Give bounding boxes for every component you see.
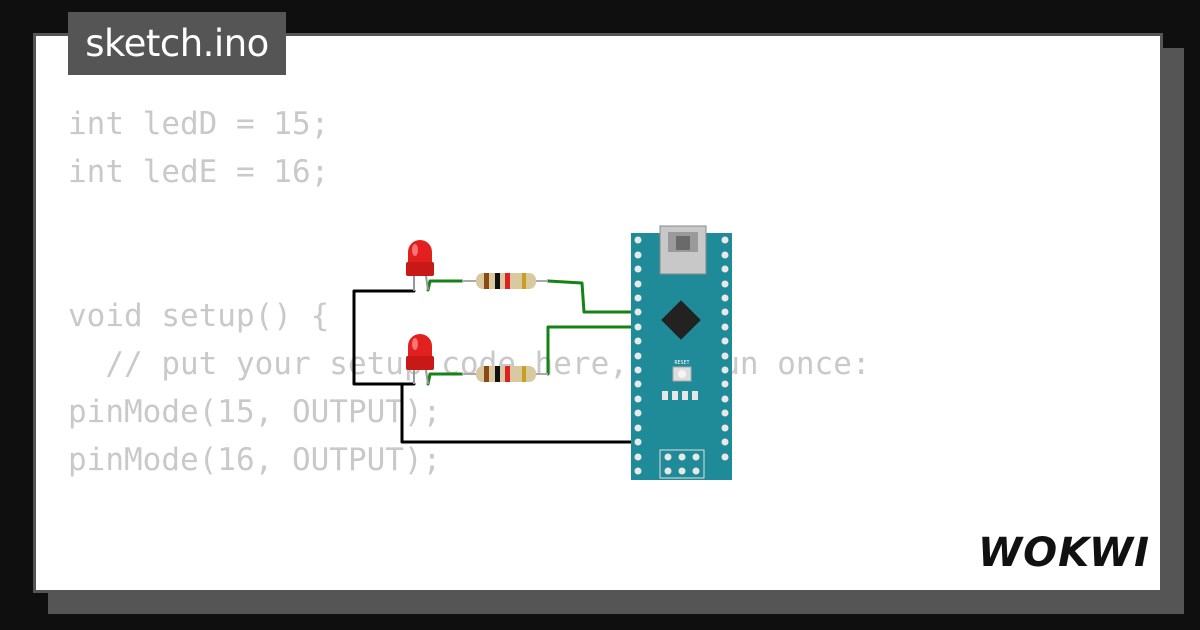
code-line: int ledD = 15; [68, 106, 330, 142]
signal-wire-1[interactable] [426, 279, 464, 292]
ground-wire-to-board[interactable] [400, 382, 640, 444]
led-1[interactable] [406, 240, 434, 291]
icsp-header [659, 449, 705, 479]
wokwi-logo: WOKWI [978, 530, 1150, 576]
code-preview: int ledD = 15; int ledE = 16; void setup()… [68, 100, 871, 484]
pin-header-right [721, 236, 729, 461]
code-line: pinMode(16, OUTPUT); [68, 442, 442, 478]
resistor-2[interactable] [462, 366, 548, 382]
code-line: void setup() { [68, 298, 330, 334]
reset-label: RESET [674, 360, 689, 366]
arduino-nano-board[interactable]: RESET [631, 225, 732, 480]
pin-header-left [634, 236, 642, 475]
chip-icon [661, 300, 701, 340]
wires [352, 279, 640, 444]
signal-wire-2[interactable] [426, 372, 464, 386]
code-line: pinMode(15, OUTPUT); [68, 394, 442, 430]
ground-wire[interactable] [352, 289, 416, 386]
board-leds [662, 391, 698, 400]
reset-button[interactable] [672, 366, 692, 382]
file-tab[interactable]: sketch.ino [68, 12, 286, 75]
led-2[interactable] [406, 334, 434, 385]
signal-wire-1-board[interactable] [546, 279, 640, 314]
signal-wire-2-board[interactable] [546, 325, 640, 376]
resistor-1[interactable] [462, 273, 548, 289]
logo-text: WOKWI [978, 530, 1150, 576]
usb-connector-icon [659, 225, 707, 275]
code-line: // put your setup code here, to run once… [68, 346, 871, 382]
code-line: int ledE = 16; [68, 154, 330, 190]
